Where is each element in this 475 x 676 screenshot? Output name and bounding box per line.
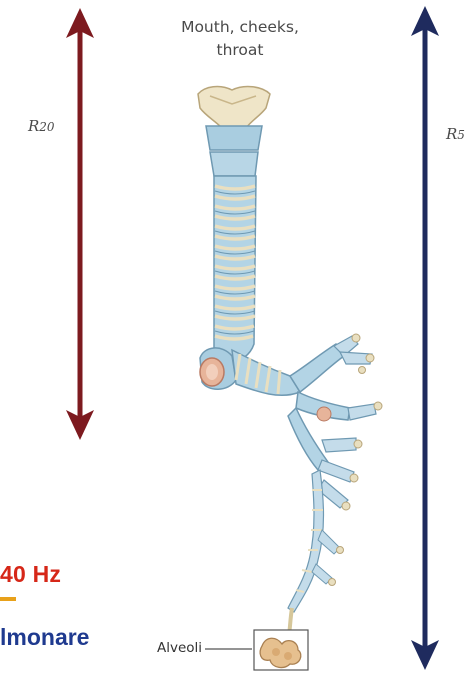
airway-top-label: Mouth, cheeks, throat bbox=[140, 16, 340, 62]
left-bronchus-stump-icon bbox=[200, 348, 236, 389]
frequency-underline bbox=[0, 597, 16, 601]
r20-sub: 20 bbox=[39, 120, 54, 134]
r20-main: R bbox=[28, 117, 39, 135]
larynx-icon bbox=[198, 87, 270, 176]
alveoli-label: Alveoli bbox=[157, 640, 202, 656]
frequency-label: 40 Hz bbox=[0, 561, 61, 588]
resistance-label: lmonare bbox=[0, 624, 89, 651]
airway-top-text: Mouth, cheeks, throat bbox=[181, 18, 299, 59]
r5-main: R bbox=[446, 125, 457, 143]
r5-arrow bbox=[411, 6, 439, 670]
r20-label: R20 bbox=[28, 117, 55, 135]
alveoli-icon bbox=[205, 630, 308, 670]
r5-label: R5 bbox=[446, 125, 465, 143]
bronchial-tree-icon bbox=[232, 334, 382, 642]
trachea-icon bbox=[214, 176, 256, 364]
r20-arrow bbox=[66, 8, 94, 440]
r5-sub: 5 bbox=[457, 128, 465, 142]
